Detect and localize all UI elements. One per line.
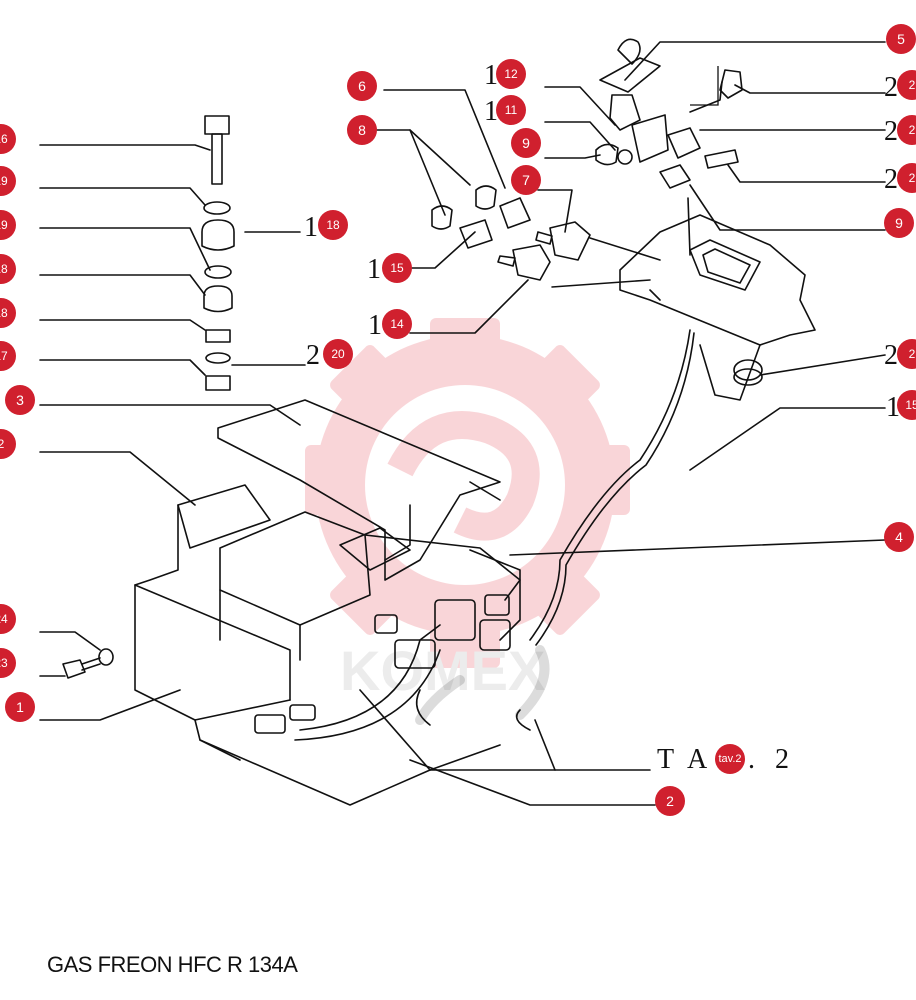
callout-17[interactable]: 17 <box>0 341 16 371</box>
callout-5[interactable]: 5 <box>886 24 916 54</box>
callout-2-left[interactable]: 2 <box>0 429 16 459</box>
label-digit-two: 2 <box>884 340 898 371</box>
callout-1[interactable]: 1 <box>5 692 35 722</box>
callout-19[interactable]: 19 <box>0 166 16 196</box>
reference-tav-badge[interactable]: tav.2 <box>715 744 745 774</box>
label-digit-two: 2 <box>884 116 898 147</box>
callout-19[interactable]: 19 <box>0 210 16 240</box>
callout-14[interactable]: 14 <box>382 309 412 339</box>
callout-18[interactable]: 18 <box>0 298 16 328</box>
callout-2-right[interactable]: 2 <box>897 115 916 145</box>
callout-23[interactable]: 23 <box>0 648 16 678</box>
callout-11[interactable]: 11 <box>496 95 526 125</box>
callout-3[interactable]: 3 <box>5 385 35 415</box>
label-digit-prefix: 1 <box>484 96 498 127</box>
reference-dot: . <box>748 744 755 775</box>
callout-20[interactable]: 20 <box>323 339 353 369</box>
callout-6[interactable]: 6 <box>347 71 377 101</box>
callout-7[interactable]: 7 <box>511 165 541 195</box>
callout-15[interactable]: 15 <box>382 253 412 283</box>
callout-18-bushing[interactable]: 18 <box>318 210 348 240</box>
callout-15-right[interactable]: 15 <box>897 390 916 420</box>
callout-4[interactable]: 4 <box>884 522 914 552</box>
watermark-gear-icon: KOMEX <box>305 318 630 702</box>
callout-18[interactable]: 18 <box>0 254 16 284</box>
callout-8[interactable]: 8 <box>347 115 377 145</box>
callout-2-right[interactable]: 2 <box>897 70 916 100</box>
diagram-caption: GAS FREON HFC R 134A <box>47 952 298 977</box>
reference-letter-a: A <box>687 744 708 775</box>
svg-text:KOMEX: KOMEX <box>340 639 545 702</box>
label-digit-prefix: 1 <box>367 254 381 285</box>
reference-number: 2 <box>775 744 789 775</box>
label-digit-prefix: 1 <box>304 212 318 243</box>
callout-2-right[interactable]: 2 <box>897 163 916 193</box>
label-digit-two: 2 <box>306 340 320 371</box>
label-digit-prefix: 1 <box>368 310 382 341</box>
reference-letter-t: T <box>657 744 675 775</box>
callout-24[interactable]: 24 <box>0 604 16 634</box>
label-digit-two: 2 <box>884 72 898 103</box>
label-digit-prefix: 1 <box>886 392 900 423</box>
callout-2-right[interactable]: 2 <box>897 339 916 369</box>
callout-16[interactable]: 16 <box>0 124 16 154</box>
label-digit-prefix: 1 <box>484 60 498 91</box>
callout-9[interactable]: 9 <box>511 128 541 158</box>
callout-12[interactable]: 12 <box>496 59 526 89</box>
label-digit-two: 2 <box>884 164 898 195</box>
callout-9-right[interactable]: 9 <box>884 208 914 238</box>
callout-2-bottom[interactable]: 2 <box>655 786 685 816</box>
